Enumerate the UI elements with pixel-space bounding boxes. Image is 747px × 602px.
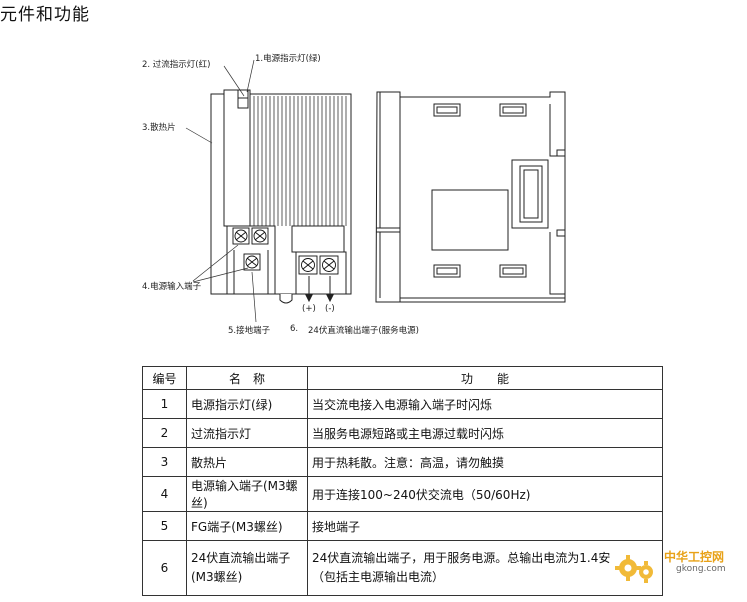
- table-header-row: 编号 名 称 功 能: [142, 366, 663, 390]
- gear-logo-icon: [615, 555, 653, 583]
- row-function: 用于连接100~240伏交流电（50/60Hz): [307, 476, 663, 512]
- row-function-line-1: 24伏直流输出端子，用于服务电源。总输出电流为1.4安: [312, 551, 611, 565]
- table-row: 4 电源输入端子(M3螺丝) 用于连接100~240伏交流电（50/60Hz): [142, 476, 663, 512]
- header-function: 功 能: [307, 366, 663, 390]
- label-ground: 5.接地端子: [228, 326, 271, 336]
- table-row: 3 散热片 用于热耗散。注意：高温，请勿触摸: [142, 447, 663, 477]
- heatsink-front-panel: [223, 89, 251, 227]
- row-number: 6: [142, 540, 187, 596]
- heatsink-fins: [253, 96, 347, 226]
- header-name: 名 称: [186, 366, 308, 390]
- label-dc-output: 24伏直流输出端子(服务电源): [308, 326, 419, 336]
- page-title: 元件和功能: [0, 5, 90, 25]
- label-minus: (-): [325, 304, 335, 314]
- row-function: 当服务电源短路或主电源过载时闪烁: [307, 418, 663, 448]
- label-plus: (+): [302, 304, 316, 314]
- terminal-screws: [232, 227, 339, 275]
- watermark-url: gkong.com: [676, 564, 726, 574]
- din-clip: [279, 294, 293, 304]
- row-name: 电源输入端子(M3螺丝): [186, 476, 308, 512]
- row-number: 2: [142, 418, 187, 448]
- label-heatsink: 3.散热片: [142, 123, 176, 133]
- label-power-input: 4.电源输入端子: [142, 282, 202, 292]
- label-dc-output-number: 6.: [290, 324, 299, 334]
- label-power-led: 1.电源指示灯(绿): [255, 54, 321, 64]
- table-row: 5 FG端子(M3螺丝) 接地端子: [142, 511, 663, 541]
- row-number: 4: [142, 476, 187, 512]
- front-view: [375, 91, 566, 303]
- row-number: 3: [142, 447, 187, 477]
- row-function: 用于热耗散。注意：高温，请勿触摸: [307, 447, 663, 477]
- row-name: 散热片: [186, 447, 308, 477]
- row-function-line-2: （包括主电源输出电流）: [312, 570, 445, 584]
- output-terminal-block: [291, 225, 345, 253]
- table-row: 1 电源指示灯(绿) 当交流电接入电源输入端子时闪烁: [142, 389, 663, 419]
- row-name-line-2: (M3螺丝): [191, 570, 243, 584]
- row-name: 24伏直流输出端子 (M3螺丝): [186, 540, 308, 596]
- row-name: 电源指示灯(绿): [186, 389, 308, 419]
- row-number: 1: [142, 389, 187, 419]
- row-function: 当交流电接入电源输入端子时闪烁: [307, 389, 663, 419]
- row-name-line-1: 24伏直流输出端子: [191, 551, 291, 565]
- table-row: 2 过流指示灯 当服务电源短路或主电源过载时闪烁: [142, 418, 663, 448]
- label-overcurrent-led: 2. 过流指示灯(红): [142, 60, 211, 70]
- row-function: 接地端子: [307, 511, 663, 541]
- table-row: 6 24伏直流输出端子 (M3螺丝) 24伏直流输出端子，用于服务电源。总输出电…: [142, 540, 663, 596]
- row-function: 24伏直流输出端子，用于服务电源。总输出电流为1.4安 （包括主电源输出电流）: [307, 540, 663, 596]
- watermark-text: 中华工控网: [664, 550, 725, 564]
- leader-lines: [185, 59, 257, 323]
- row-name: 过流指示灯: [186, 418, 308, 448]
- row-number: 5: [142, 511, 187, 541]
- row-name: FG端子(M3螺丝): [186, 511, 308, 541]
- module-diagram: [185, 59, 566, 323]
- component-function-table: 编号 名 称 功 能 1 电源指示灯(绿) 当交流电接入电源输入端子时闪烁 2 …: [142, 366, 663, 596]
- header-number: 编号: [142, 366, 187, 390]
- led-window: [237, 89, 249, 109]
